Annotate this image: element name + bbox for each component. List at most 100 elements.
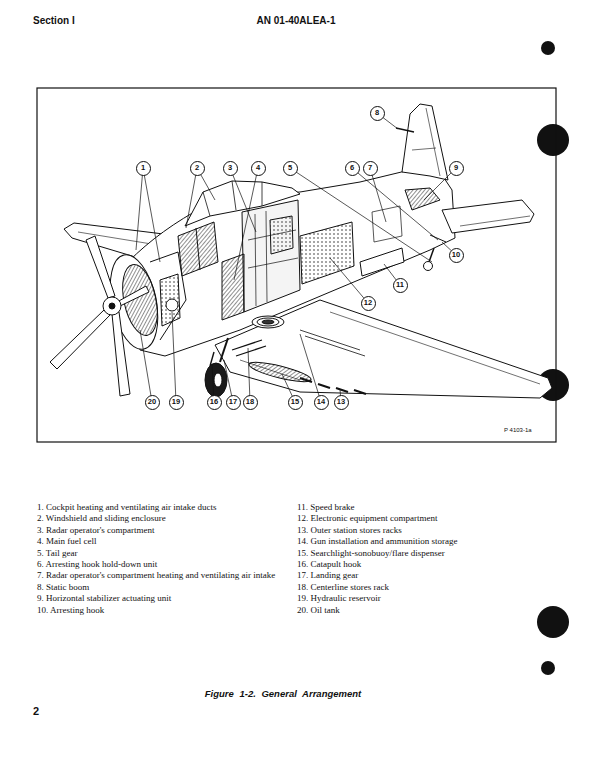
key-item: 17. Landing gear	[297, 570, 549, 581]
callout-circle: 2	[190, 161, 205, 176]
callout-circle: 8	[370, 106, 385, 121]
engine-cowling	[103, 250, 166, 353]
callout-circle: 3	[223, 161, 238, 176]
callout-circle: 20	[145, 395, 160, 410]
line-art	[330, 258, 368, 303]
callout-circle: 13	[334, 395, 349, 410]
propeller-blade	[50, 310, 110, 369]
line-art	[186, 168, 215, 228]
callout-number: 20	[148, 398, 156, 406]
line-art	[136, 168, 160, 262]
line-art	[178, 222, 218, 276]
binder-holes	[537, 41, 569, 675]
line-art	[290, 168, 432, 262]
line-art	[230, 168, 256, 232]
key-item: 6. Arresting hook hold-down unit	[37, 559, 289, 570]
key-item: 15. Searchlight-sonobuoy/flare dispenser	[297, 548, 549, 559]
callout-number: 12	[364, 299, 372, 307]
key-item: 11. Speed brake	[297, 502, 549, 513]
callout-number: 10	[452, 251, 460, 259]
tail-gear	[429, 248, 434, 262]
callout-circle: 7	[363, 161, 378, 176]
key-item: 19. Hydraulic reservoir	[297, 593, 549, 604]
line-art	[537, 124, 569, 156]
propeller-blade	[86, 236, 115, 298]
line-art	[541, 661, 555, 675]
callout-circle: 18	[243, 395, 258, 410]
callout-circle: 9	[449, 161, 464, 176]
line-art	[140, 330, 152, 402]
key-item: 13. Outer station stores racks	[297, 525, 549, 536]
key-item: 16. Catapult hook	[297, 559, 549, 570]
callout-number: 1	[141, 164, 145, 172]
callout-circle: 14	[314, 395, 329, 410]
speed-brake	[360, 248, 404, 276]
callout-number: 17	[229, 398, 237, 406]
drawing-code: P 4103-1a	[503, 427, 533, 433]
key-item: 9. Horizontal stabilizer actuating unit	[37, 593, 289, 604]
key-item: 10. Arresting hook	[37, 605, 289, 616]
line-art	[160, 274, 180, 326]
fuel-cell	[222, 254, 244, 320]
landing-gear-wheel	[205, 363, 227, 397]
line-art	[352, 168, 438, 240]
key-item: 18. Centerline stores rack	[297, 582, 549, 593]
line-art	[405, 188, 440, 210]
callout-number: 4	[256, 164, 260, 172]
line-art	[537, 606, 569, 638]
callout-number: 2	[195, 164, 199, 172]
section-heading: Section I	[33, 15, 75, 26]
line-art	[234, 168, 258, 280]
key-item: 7. Radar operator's compartment heating …	[37, 570, 289, 581]
document-number: AN 01-40ALEA-1	[257, 15, 336, 26]
vertical-fin	[402, 104, 448, 180]
callout-circle: 10	[449, 248, 464, 263]
line-art	[270, 216, 293, 254]
callout-circle: 19	[169, 395, 184, 410]
callout-circle: 12	[361, 296, 376, 311]
callout-number: 3	[228, 164, 232, 172]
callout-number: 19	[172, 398, 180, 406]
line-art	[252, 316, 284, 328]
line-art	[214, 373, 222, 387]
propeller-blade	[117, 286, 149, 306]
callout-number: 6	[350, 164, 354, 172]
callout-number: 15	[291, 398, 299, 406]
callout-number: 14	[317, 398, 325, 406]
callout-number: 11	[396, 281, 404, 289]
propeller-hub	[103, 297, 121, 315]
line-art	[257, 318, 279, 326]
key-item: 2. Windshield and sliding enclosure	[37, 513, 289, 524]
line-art	[196, 228, 200, 270]
key-item: 12. Electronic equipment compartment	[297, 513, 549, 524]
callout-circle: 1	[136, 161, 151, 176]
propeller-blade	[112, 312, 130, 396]
key-item: 5. Tail gear	[37, 548, 289, 559]
callout-circle: 4	[251, 161, 266, 176]
callout-number: 7	[368, 164, 372, 172]
key-item: 1. Cockpit heating and ventilating air i…	[37, 502, 289, 513]
callout-number: 5	[288, 164, 292, 172]
callout-circle: 16	[207, 395, 222, 410]
line-art	[232, 340, 266, 356]
callout-circle: 5	[283, 161, 298, 176]
line-art	[430, 235, 446, 242]
line-art	[150, 252, 186, 340]
aircraft	[50, 104, 552, 398]
figure-frame	[37, 88, 556, 442]
line-art	[372, 206, 402, 242]
key-item: 4. Main fuel cell	[37, 536, 289, 547]
callout-number: 18	[246, 398, 254, 406]
line-art	[300, 330, 365, 356]
line-art	[370, 168, 386, 222]
callout-number: 9	[454, 164, 458, 172]
leader-lines	[136, 113, 456, 402]
key-item: 3. Radar operator's compartment	[37, 525, 289, 536]
callout-circle: 6	[345, 161, 360, 176]
callout-number: 16	[210, 398, 218, 406]
key-item: 14. Gun installation and ammunition stor…	[297, 536, 549, 547]
line-art	[109, 303, 115, 309]
line-art	[426, 108, 440, 176]
